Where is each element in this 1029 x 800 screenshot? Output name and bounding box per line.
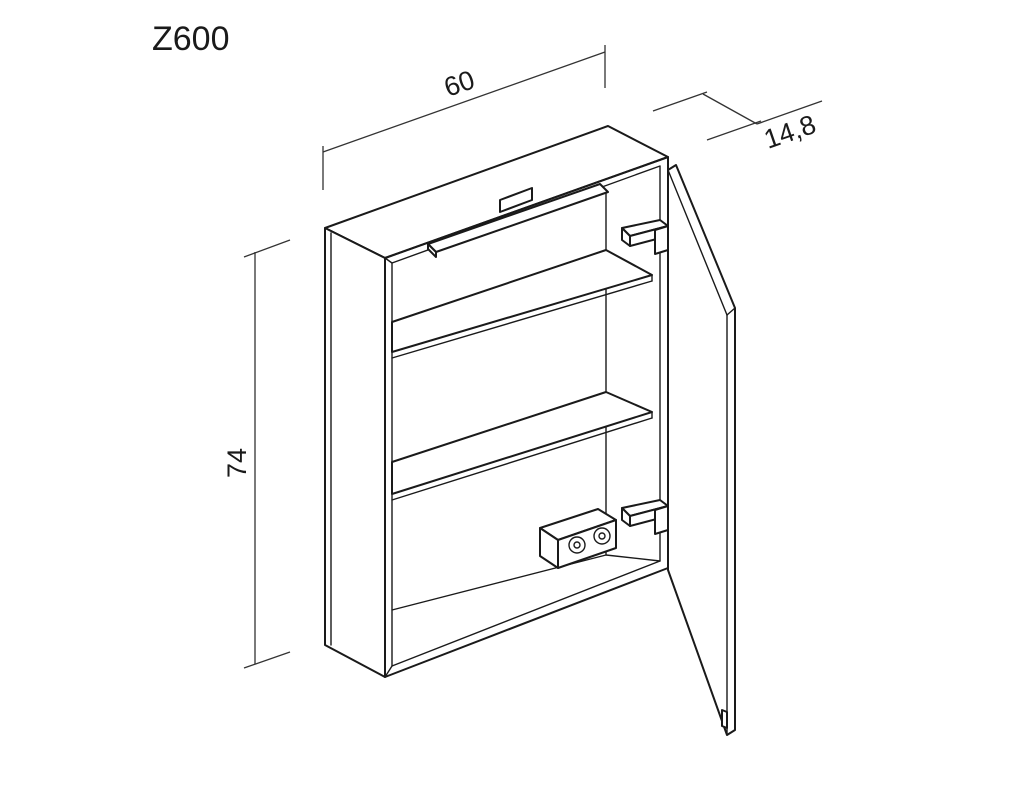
light-mount bbox=[499, 187, 533, 213]
frame-corner-bottom-left bbox=[384, 665, 393, 678]
model-code-title: Z600 bbox=[152, 20, 230, 58]
hinge-top-block bbox=[654, 225, 669, 255]
socket-outlet-right-icon bbox=[593, 527, 611, 545]
depth-extension-bottom bbox=[706, 120, 762, 141]
cabinet-bottom-inner bbox=[391, 554, 661, 611]
height-value: 74 bbox=[222, 448, 252, 478]
shelf-upper-front-edge bbox=[391, 280, 653, 359]
shelf-upper-surface bbox=[391, 249, 653, 353]
socket-outlet-right-center bbox=[598, 532, 606, 540]
hinge-bottom-block bbox=[654, 505, 669, 535]
left-side-top-edge bbox=[324, 227, 380, 256]
cabinet-door bbox=[667, 164, 736, 736]
depth-value: 14,8 bbox=[760, 109, 819, 154]
shelf-upper bbox=[391, 249, 653, 359]
height-extension-top bbox=[243, 239, 291, 258]
depth-dimension-line bbox=[702, 93, 758, 125]
cabinet-top-face bbox=[324, 125, 669, 259]
socket-box bbox=[539, 508, 617, 569]
socket-outlet-left-icon bbox=[568, 536, 586, 554]
width-value: 60 bbox=[440, 65, 478, 103]
hinge-top bbox=[621, 219, 669, 255]
hinge-bottom bbox=[621, 499, 669, 535]
door-corner-edge bbox=[726, 307, 736, 316]
shelf-lower bbox=[391, 391, 653, 501]
depth-leader bbox=[756, 100, 823, 125]
width-dimension-line bbox=[322, 51, 606, 153]
door-inner-top-edge bbox=[667, 169, 728, 316]
light-bar-end bbox=[427, 243, 437, 258]
shelf-lower-front-edge bbox=[391, 417, 653, 501]
cabinet-body bbox=[324, 125, 669, 678]
depth-extension-top bbox=[652, 91, 708, 112]
socket-box-front bbox=[557, 519, 617, 569]
led-light-bar bbox=[427, 183, 609, 258]
socket-outlet-left-center bbox=[573, 541, 581, 549]
height-extension-bottom bbox=[243, 651, 291, 669]
height-dimension: 74 bbox=[222, 239, 291, 669]
door-handle bbox=[721, 709, 728, 729]
door-panel bbox=[667, 164, 736, 736]
shelf-lower-surface bbox=[391, 391, 653, 495]
cabinet-left-side bbox=[324, 227, 386, 678]
frame-corner-top-left bbox=[384, 257, 393, 264]
depth-dimension: 14,8 bbox=[652, 91, 823, 155]
